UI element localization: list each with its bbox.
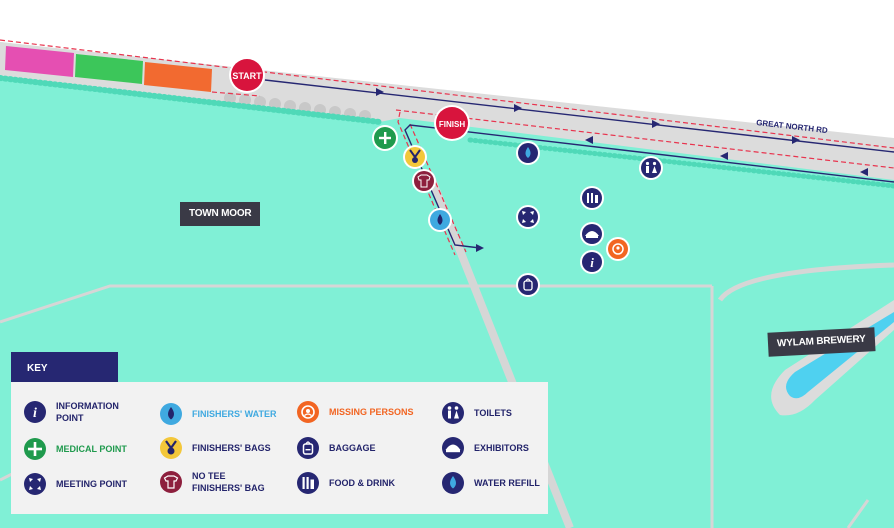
key-item-food-drink: FOOD & DRINK [296, 471, 395, 495]
key-item-meeting-point: MEETING POINT [23, 472, 127, 496]
finishers-water-icon [160, 403, 182, 425]
meeting-point-icon [24, 473, 46, 495]
information-point-icon: i [24, 401, 46, 423]
key-panel: i INFORMATION POINT MEDICAL POINT MEETIN… [11, 382, 548, 514]
key-item-no-tee-finishers-bag: NO TEE FINISHERS' BAG [159, 470, 265, 494]
key-label-missing-persons: MISSING PERSONS [329, 407, 414, 417]
town-moor-label: TOWN MOOR [180, 202, 261, 226]
missing-persons-icon [297, 401, 319, 423]
baggage-icon [297, 437, 319, 459]
key-title: KEY [11, 352, 118, 383]
off-site-area [0, 0, 894, 150]
key-label-information-point: INFORMATION POINT [56, 401, 119, 423]
exhibitors-icon [442, 437, 464, 459]
key-item-water-refill: WATER REFILL [441, 471, 540, 495]
key-item-finishers-bags: FINISHERS' BAGS [159, 436, 271, 460]
water-refill-marker[interactable] [516, 141, 540, 165]
key-label-meeting-point: MEETING POINT [56, 479, 128, 489]
key-label-finishers-water: FINISHERS' WATER [192, 409, 277, 419]
start-pen-pink [5, 46, 74, 77]
svg-text:i: i [33, 406, 37, 421]
key-item-toilets: TOILETS [441, 401, 512, 425]
no-tee-finishers-bag-marker[interactable] [412, 169, 436, 193]
key-label-medical-point: MEDICAL POINT [56, 444, 127, 454]
food-drink-icon [297, 472, 319, 494]
key-item-baggage: BAGGAGE [296, 436, 376, 460]
medical-point-icon [24, 438, 46, 460]
food-drink-marker[interactable] [580, 186, 604, 210]
water-refill-icon [442, 472, 464, 494]
baggage-marker[interactable] [516, 273, 540, 297]
finish-label: FINISH [439, 120, 465, 129]
key-label-food-drink: FOOD & DRINK [329, 478, 395, 488]
finishers-bags-marker[interactable] [403, 145, 427, 169]
key-label-water-refill: WATER REFILL [474, 478, 540, 488]
key-label-baggage: BAGGAGE [329, 443, 376, 453]
finishers-bags-icon [160, 437, 182, 459]
key-item-information-point: i INFORMATION POINT [23, 400, 119, 424]
start-label: START [232, 71, 262, 81]
start-pen-orange [144, 62, 212, 92]
meeting-point-marker[interactable] [516, 205, 540, 229]
finishers-water-marker[interactable] [428, 208, 452, 232]
information-point-marker[interactable]: i [580, 250, 604, 274]
route-arrows [376, 88, 868, 252]
finish-marker[interactable]: FINISH [434, 105, 470, 141]
no-tee-finishers-bag-icon [160, 471, 182, 493]
toilets-marker[interactable] [639, 156, 663, 180]
key-item-exhibitors: EXHIBITORS [441, 436, 529, 460]
key-label-no-tee-finishers-bag: NO TEE FINISHERS' BAG [192, 471, 265, 493]
exhibitors-marker[interactable] [580, 222, 604, 246]
key-item-finishers-water: FINISHERS' WATER [159, 402, 276, 426]
key-label-toilets: TOILETS [474, 408, 512, 418]
course-route [264, 79, 894, 249]
start-marker[interactable]: START [229, 57, 265, 93]
svg-text:i: i [590, 255, 594, 270]
missing-persons-marker[interactable] [606, 237, 630, 261]
medical-point-marker[interactable] [372, 125, 398, 151]
key-item-missing-persons: MISSING PERSONS [296, 400, 414, 424]
key-label-exhibitors: EXHIBITORS [474, 443, 529, 453]
key-label-finishers-bags: FINISHERS' BAGS [192, 443, 271, 453]
toilets-icon [442, 402, 464, 424]
start-pen-green [75, 54, 143, 84]
key-item-medical-point: MEDICAL POINT [23, 437, 127, 461]
